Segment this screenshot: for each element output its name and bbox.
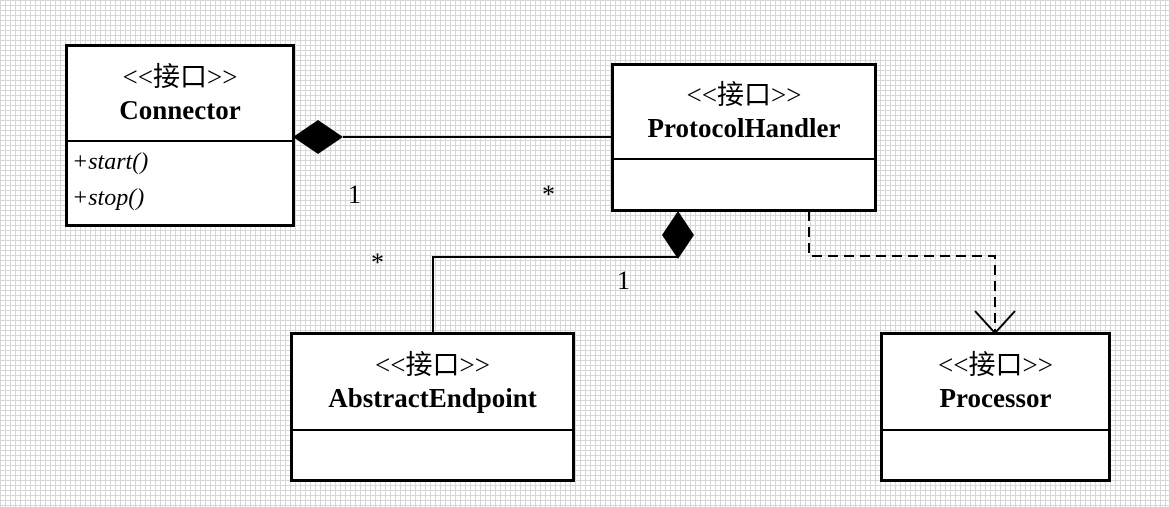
class-abstract-endpoint[interactable]: <<接口>> AbstractEndpoint	[290, 332, 575, 482]
composition-diamond-connector	[293, 120, 343, 154]
multiplicity-abstractendpoint-part: *	[371, 248, 384, 277]
empty-compartment	[293, 431, 572, 479]
class-name: AbstractEndpoint	[328, 383, 537, 413]
multiplicity-protocolhandler-part: *	[542, 180, 555, 209]
operation-stop: +stop()	[72, 185, 145, 211]
class-processor[interactable]: <<接口>> Processor	[880, 332, 1111, 482]
empty-compartment	[614, 160, 874, 209]
multiplicity-protocolhandler-whole: 1	[617, 266, 630, 295]
empty-compartment	[883, 431, 1108, 479]
dependency-line-protocolhandler-processor	[808, 211, 996, 333]
class-name: Processor	[939, 383, 1052, 413]
composition-line-protocolhandler-abstractendpoint	[432, 256, 678, 333]
operation-start: +start()	[72, 149, 149, 175]
class-name: Connector	[119, 94, 241, 125]
class-connector-header: <<接口>> Connector	[68, 47, 292, 142]
class-protocol-handler-header: <<接口>> ProtocolHandler	[614, 66, 874, 160]
composition-diamond-protocolhandler	[662, 211, 694, 259]
class-name: ProtocolHandler	[647, 113, 841, 143]
class-processor-header: <<接口>> Processor	[883, 335, 1108, 431]
class-protocol-handler[interactable]: <<接口>> ProtocolHandler	[611, 63, 877, 212]
operations-compartment: +start() +stop()	[68, 142, 292, 224]
stereotype-label: <<接口>>	[938, 350, 1053, 380]
class-abstract-endpoint-header: <<接口>> AbstractEndpoint	[293, 335, 572, 431]
class-connector[interactable]: <<接口>> Connector +start() +stop()	[65, 44, 295, 227]
stereotype-label: <<接口>>	[375, 350, 490, 380]
stereotype-label: <<接口>>	[122, 61, 238, 92]
multiplicity-connector-whole: 1	[348, 180, 361, 209]
stereotype-label: <<接口>>	[686, 80, 802, 110]
